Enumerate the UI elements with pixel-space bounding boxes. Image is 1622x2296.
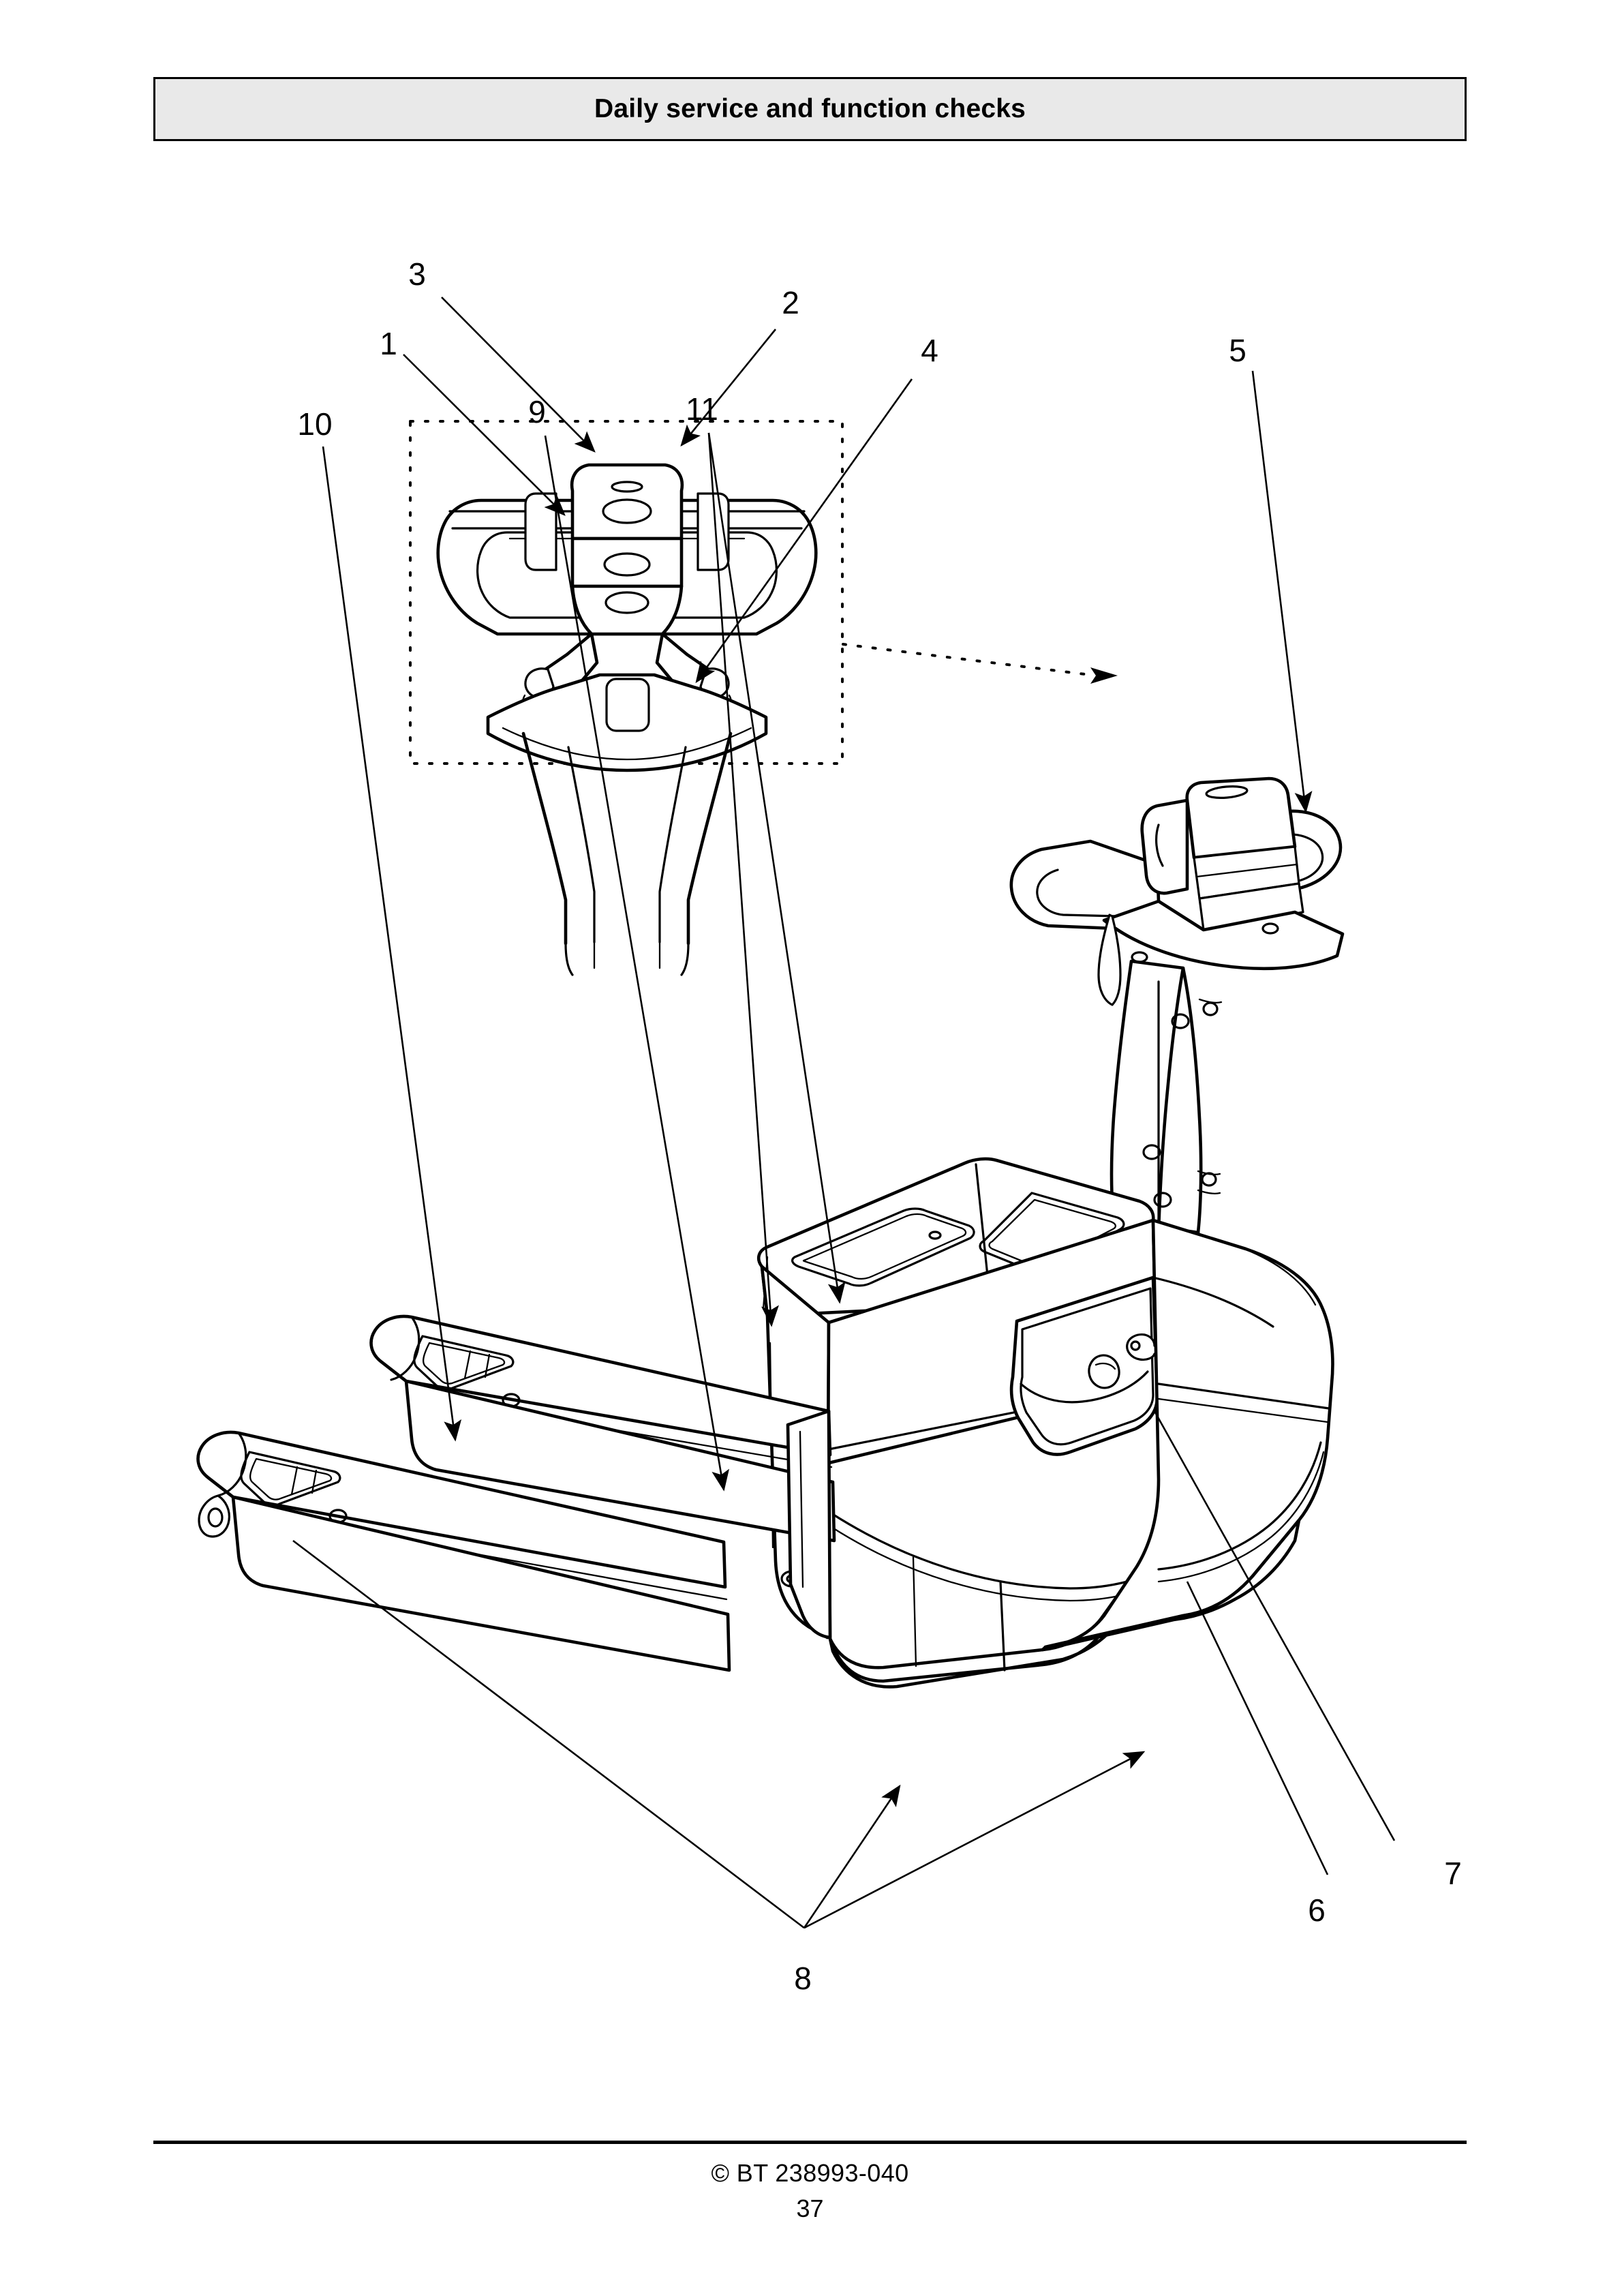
callout-label-5: 5 [1229, 333, 1246, 368]
page-title: Daily service and function checks [594, 94, 1026, 123]
footer-divider [153, 2141, 1467, 2144]
footer-page-number: 37 [796, 2194, 824, 2222]
technical-illustration: .ln { fill:none; stroke:#000; stroke-wid… [0, 157, 1622, 2120]
callout-label-7: 7 [1444, 1856, 1462, 1891]
page-footer: © BT 238993-040 37 [153, 2141, 1467, 2223]
inset-link-leader [842, 643, 1118, 684]
callout-label-2: 2 [782, 285, 799, 320]
callout-label-4: 4 [921, 333, 938, 368]
footer-copyright: © BT 238993-040 [711, 2159, 909, 2187]
callout-label-8: 8 [794, 1961, 812, 1996]
pallet-truck-line-drawing: .ln { fill:none; stroke:#000; stroke-wid… [196, 256, 1462, 1996]
callout-number-labels: 1 2 3 4 5 6 7 8 9 10 11 [297, 256, 1461, 1996]
callout-label-9: 9 [528, 394, 546, 429]
tiller-head-top-view-drawing [436, 463, 818, 976]
callout-leaders [292, 297, 1396, 1929]
callout-label-10: 10 [297, 406, 332, 442]
callout-label-3: 3 [408, 256, 426, 292]
callout-label-11: 11 [686, 391, 718, 427]
callout-label-6: 6 [1308, 1892, 1326, 1928]
page-header-banner: Daily service and function checks [153, 77, 1467, 141]
pallet-truck-main-drawing [196, 776, 1345, 1689]
callout-label-1: 1 [380, 326, 397, 361]
